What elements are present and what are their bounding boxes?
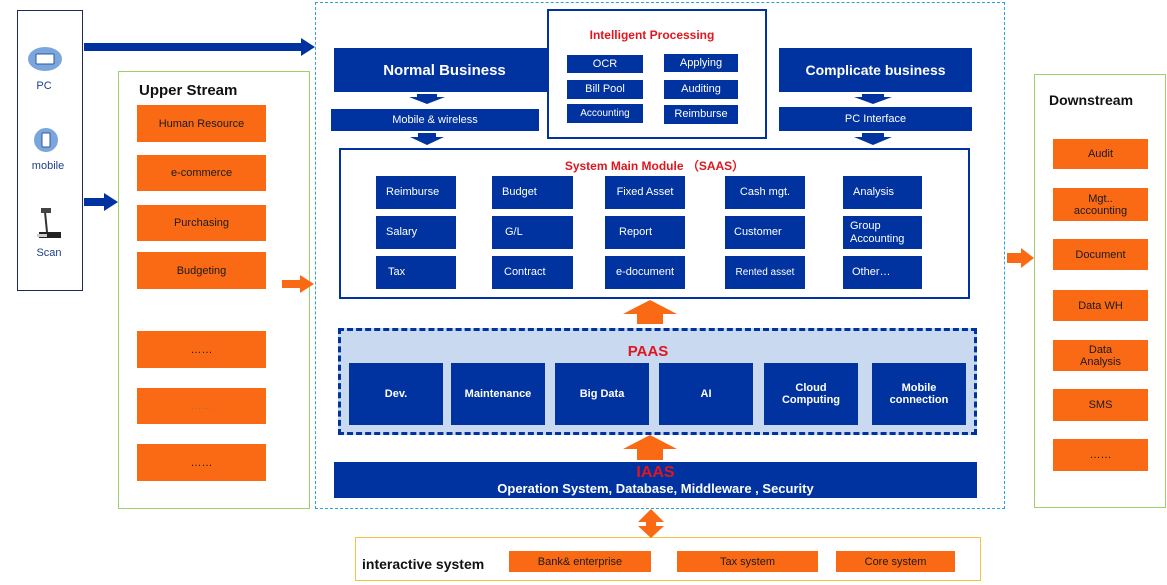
iaas-subtitle: Operation System, Database, Middleware ,… (497, 481, 814, 496)
saas-cell: Salary (376, 216, 456, 249)
scan-label: Scan (36, 247, 62, 259)
ip-item: OCR (567, 55, 643, 73)
ip-item: Bill Pool (567, 80, 643, 99)
interactive-panel (355, 537, 981, 581)
pc-label: PC (36, 80, 52, 92)
upstream-item: Purchasing (137, 205, 266, 241)
upstream-item: …… (137, 331, 266, 368)
downstream-item: Audit (1053, 139, 1148, 169)
saas-cell: Tax (376, 256, 456, 289)
paas-item: Mobile connection (872, 363, 966, 425)
saas-title: System Main Module （SAAS） (564, 159, 745, 173)
interactive-item: Core system (836, 551, 955, 572)
complicate-business-box: Complicate business (779, 48, 972, 92)
iaas-bar (334, 462, 977, 498)
mobile-icon (33, 127, 59, 153)
saas-cell: Report (605, 216, 685, 249)
intelligent-processing-title: Intelligent Processing (589, 28, 715, 42)
paas-title: PAAS (627, 343, 669, 360)
paas-item: Big Data (555, 363, 649, 425)
downstream-item: Data Analysis (1053, 340, 1148, 371)
saas-cell: Budget (492, 176, 573, 209)
saas-cell: Analysis (843, 176, 922, 209)
interactive-item: Tax system (677, 551, 818, 572)
downstream-item: Data WH (1053, 290, 1148, 321)
scanner-icon (35, 206, 63, 240)
downstream-panel (1034, 74, 1166, 508)
saas-cell: Fixed Asset (605, 176, 685, 209)
downstream-title: Downstream (1049, 92, 1134, 108)
arrow-platform-to-downstream (1007, 248, 1034, 268)
saas-cell: Customer (725, 216, 805, 249)
upstream-item: …… (137, 444, 266, 481)
upstream-item: …… (137, 388, 266, 424)
paas-panel (338, 328, 977, 435)
downstream-item: …… (1053, 439, 1148, 471)
paas-item: AI (659, 363, 753, 425)
arrow-interactive-bidirectional (638, 509, 664, 538)
paas-item: Cloud Computing (764, 363, 858, 425)
saas-cell: Other… (843, 256, 922, 289)
ip-item: Accounting (567, 104, 643, 123)
saas-cell: Reimburse (376, 176, 456, 209)
paas-item: Dev. (349, 363, 443, 425)
interactive-item: Bank& enterprise (509, 551, 651, 572)
mobile-wireless-box: Mobile & wireless (331, 109, 539, 131)
saas-cell: Rented asset (725, 256, 805, 289)
ip-item: Auditing (664, 80, 738, 99)
ip-item: Reimburse (664, 105, 738, 124)
mobile-label: mobile (31, 160, 65, 172)
upstream-item: Human Resource (137, 105, 266, 142)
ip-item: Applying (664, 54, 738, 72)
saas-cell: Group Accounting (843, 216, 922, 249)
downstream-item: SMS (1053, 389, 1148, 421)
saas-cell: Cash mgt. (725, 176, 805, 209)
saas-cell: G/L (492, 216, 573, 249)
upstream-title: Upper Stream (139, 82, 238, 99)
downstream-item: Mgt.. accounting (1053, 188, 1148, 221)
interactive-title: interactive system (362, 556, 485, 572)
pc-interface-box: PC Interface (779, 107, 972, 131)
saas-cell: Contract (492, 256, 573, 289)
downstream-item: Document (1053, 239, 1148, 270)
normal-business-box: Normal Business (334, 48, 555, 92)
upstream-item: e-commerce (137, 155, 266, 191)
paas-item: Maintenance (451, 363, 545, 425)
upstream-item: Budgeting (137, 252, 266, 289)
arrow-scan-to-upstream (84, 193, 118, 211)
saas-cell: e-document (605, 256, 685, 289)
iaas-title: IAAS (636, 464, 675, 481)
arrow-pc-to-platform (84, 38, 315, 56)
pc-icon (27, 46, 63, 72)
platform-container (315, 2, 1005, 509)
